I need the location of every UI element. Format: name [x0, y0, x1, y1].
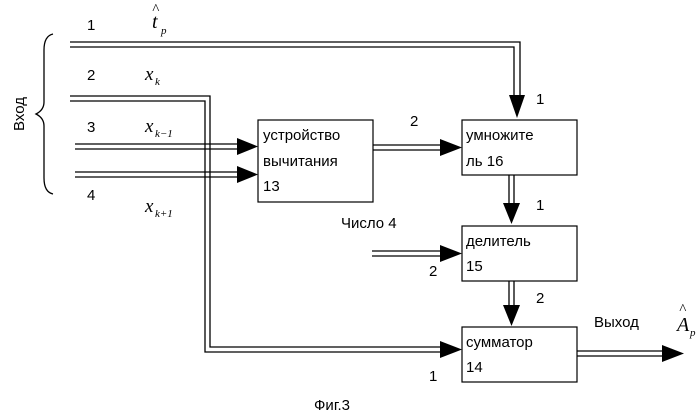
svg-text:p: p: [689, 327, 696, 339]
port-label-mul-in: 1: [536, 91, 544, 108]
number-four-label: Число 4: [341, 215, 397, 232]
input-1-symbol: t ^ p: [152, 2, 167, 37]
input-2-number: 2: [87, 67, 95, 84]
port-label-mul-out: 1: [536, 197, 544, 214]
line-output: [577, 345, 684, 362]
svg-text:x: x: [144, 116, 154, 137]
svg-text:15: 15: [466, 258, 483, 275]
svg-text:x: x: [144, 64, 154, 85]
figure-caption: Фиг.3: [314, 397, 350, 414]
line-sub-to-mul: [373, 139, 462, 156]
line-input-4: [75, 166, 258, 183]
input-brace: [36, 34, 53, 194]
svg-text:устройство: устройство: [263, 127, 340, 144]
line-input-1: [70, 42, 525, 118]
svg-text:ль 16: ль 16: [466, 153, 503, 170]
port-label-div-out: 2: [536, 290, 544, 307]
svg-text:вычитания: вычитания: [263, 153, 338, 170]
block-subtractor: устройство вычитания 13: [258, 120, 373, 202]
svg-text:13: 13: [263, 178, 280, 195]
output-label: Выход: [594, 314, 639, 331]
svg-text:сумматор: сумматор: [466, 334, 533, 351]
output-symbol: A ^ p: [675, 302, 696, 339]
svg-text:p: p: [160, 25, 167, 37]
port-label-add-in: 1: [429, 368, 437, 385]
line-input-3: [75, 138, 258, 155]
port-label-sub-out: 2: [410, 113, 418, 130]
svg-text:делитель: делитель: [466, 233, 531, 250]
block-divider: делитель 15: [462, 226, 577, 281]
block-adder: сумматор 14: [462, 327, 577, 382]
input-2-symbol: x k: [144, 64, 161, 88]
input-3-symbol: x k−1: [144, 116, 173, 140]
svg-text:x: x: [144, 196, 154, 217]
svg-text:14: 14: [466, 359, 483, 376]
line-mul-to-div: [503, 175, 520, 224]
svg-text:k+1: k+1: [155, 208, 173, 220]
svg-text:^: ^: [152, 2, 160, 18]
input-4-symbol: x k+1: [144, 196, 173, 220]
port-label-div-in: 2: [429, 263, 437, 280]
line-four-to-div: [372, 245, 462, 262]
input-3-number: 3: [87, 119, 95, 136]
input-4-number: 4: [87, 187, 95, 204]
block-multiplier: умножите ль 16: [462, 120, 577, 175]
line-div-to-add: [503, 281, 520, 326]
input-label: Вход: [11, 97, 28, 131]
svg-text:k: k: [155, 76, 161, 88]
svg-text:k−1: k−1: [155, 128, 173, 140]
svg-text:умножите: умножите: [466, 127, 534, 144]
input-1-number: 1: [87, 17, 95, 34]
